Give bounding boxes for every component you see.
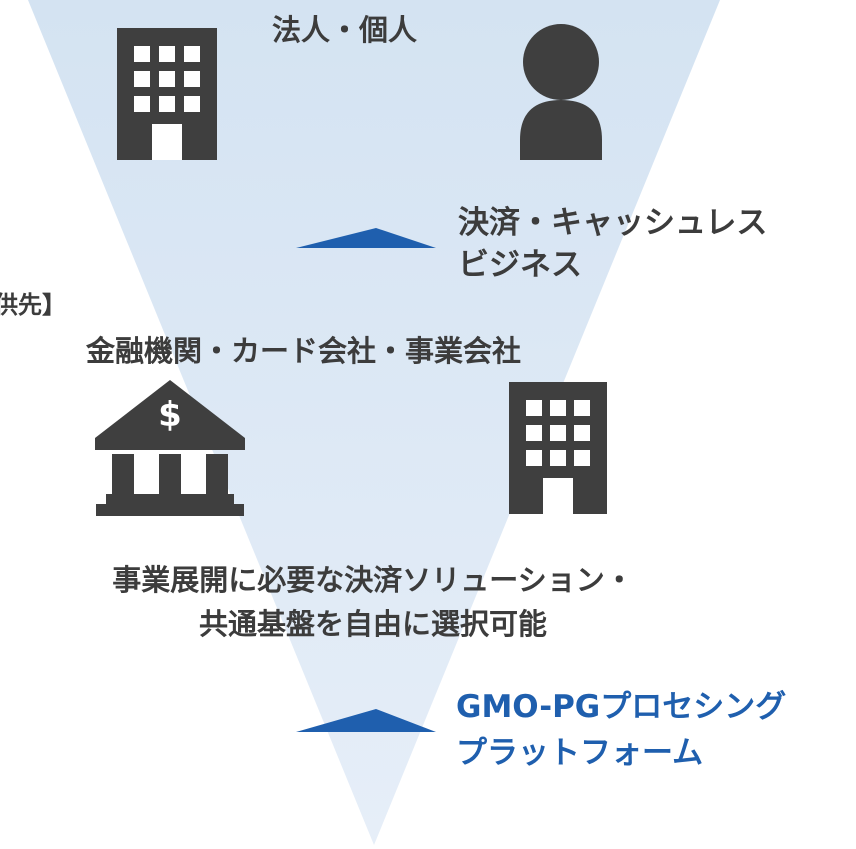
arrow-up-icon <box>296 709 436 732</box>
solution-label: 事業展開に必要な決済ソリューション・ 共通基盤を自由に選択可能 <box>0 558 746 646</box>
funnel-shape <box>28 0 720 845</box>
solution-line-2: 共通基盤を自由に選択可能 <box>198 607 547 641</box>
svg-text:$: $ <box>158 395 182 435</box>
customer-label: 法人・個人 <box>272 13 418 47</box>
building-icon <box>509 382 607 514</box>
platform-line-1: GMO-PGプロセシング <box>456 689 787 725</box>
payment-business-line-2: ビジネス <box>458 247 582 283</box>
person-icon <box>520 24 602 160</box>
partner-section-label: 供先】 <box>0 291 66 319</box>
building-icon <box>117 28 217 160</box>
payment-business-label: 決済・キャッシュレス ビジネス <box>458 202 767 286</box>
platform-line-2: プラットフォーム <box>456 735 704 771</box>
bank-icon: $ <box>95 380 245 516</box>
solution-line-1: 事業展開に必要な決済ソリューション・ <box>112 563 634 597</box>
arrow-up-icon <box>296 228 436 248</box>
payment-business-line-1: 決済・キャッシュレス <box>458 205 768 241</box>
partner-label: 金融機関・カード会社・事業会社 <box>86 334 522 368</box>
platform-label: GMO-PGプロセシング プラットフォーム <box>456 684 786 776</box>
